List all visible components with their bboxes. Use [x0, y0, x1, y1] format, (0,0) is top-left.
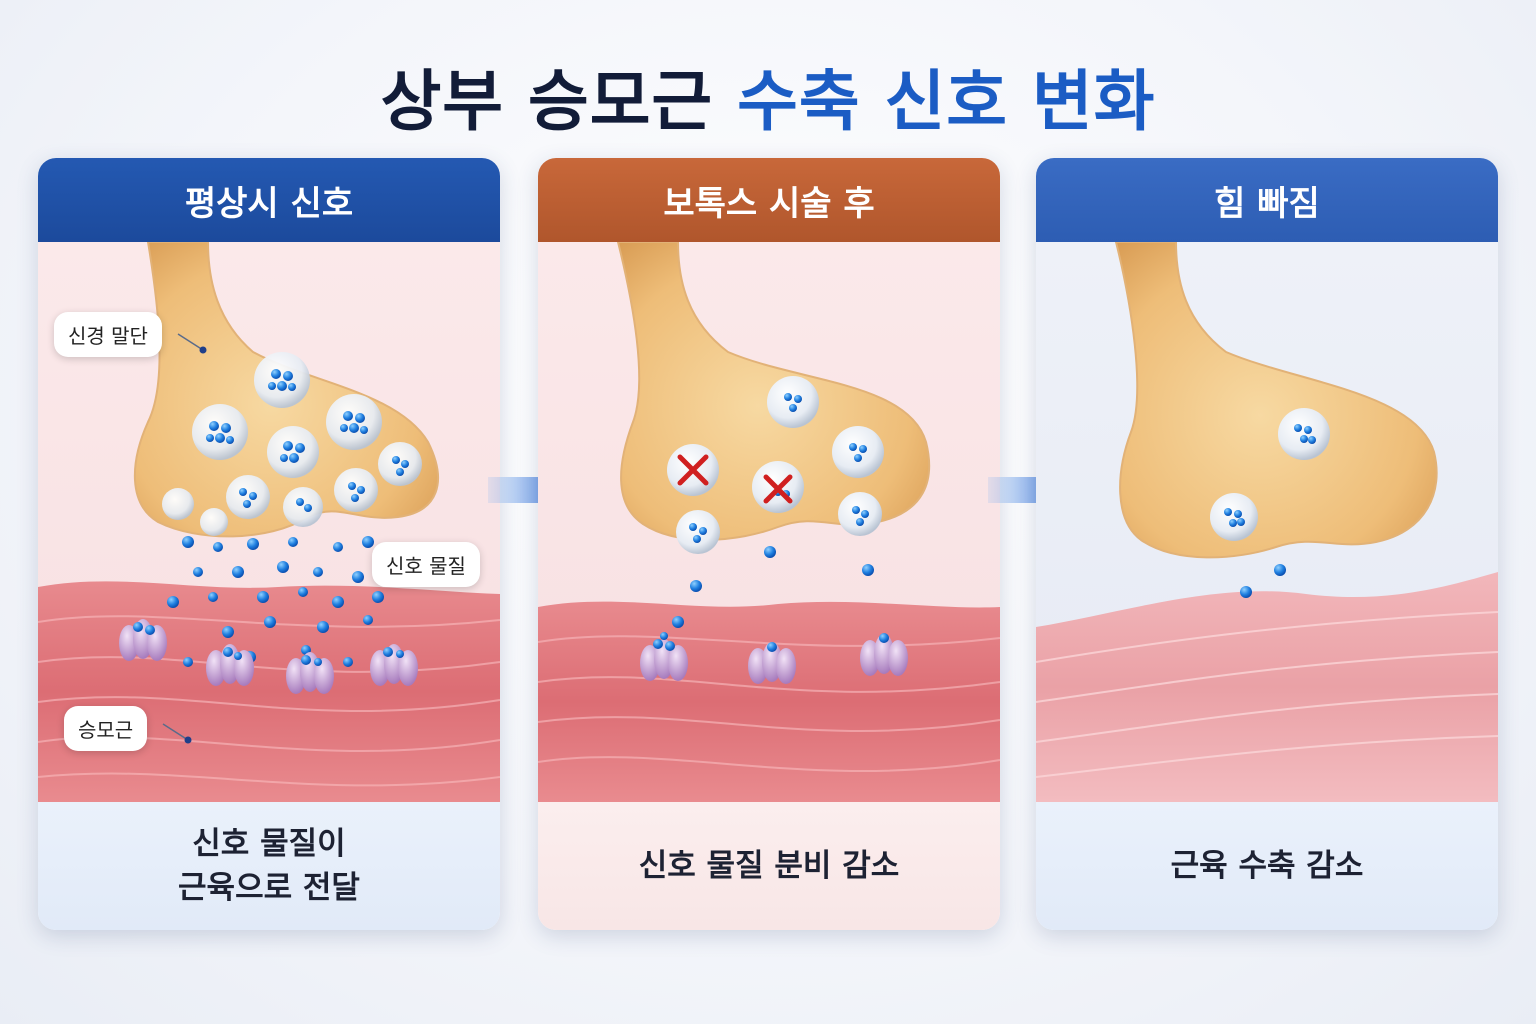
panel-caption: 근육 수축 감소	[1036, 802, 1498, 930]
title-part2: 수축 신호 변화	[737, 63, 1156, 140]
label-trapezius: 승모근	[64, 706, 148, 751]
panel-header: 보톡스 시술 후	[538, 158, 1000, 242]
signal-molecules	[672, 546, 874, 628]
panel-header: 힘 빠짐	[1036, 158, 1498, 242]
label-nerve-terminal: 신경 말단	[54, 312, 162, 357]
title-part1: 상부 승모근	[380, 63, 714, 140]
blocked-x-marks	[677, 454, 793, 504]
caption-line1: 신호 물질이	[192, 826, 346, 862]
panel-weakened: 힘 빠짐 근육 수축 감소	[1036, 158, 1498, 930]
synapse-illustration-botox	[538, 242, 1000, 802]
vesicles	[1210, 408, 1330, 541]
panel-after-botox: 보톡스 시술 후	[538, 158, 1000, 930]
panel-caption: 신호 물질 분비 감소	[538, 802, 1000, 930]
caption-line1: 신호 물질 분비 감소	[638, 848, 900, 884]
synapse-illustration-weakened	[1036, 242, 1498, 802]
caption-line2: 근육으로 전달	[178, 870, 360, 906]
panel-caption: 신호 물질이 근육으로 전달	[38, 802, 500, 930]
signal-molecules	[152, 536, 398, 667]
panel-header: 평상시 신호	[38, 158, 500, 242]
receptors	[640, 634, 908, 684]
synapse-illustration-normal: 신경 말단 신호 물질 승모근	[38, 242, 500, 802]
page-title: 상부 승모근 수축 신호 변화	[0, 48, 1536, 144]
vesicles	[162, 352, 422, 536]
caption-line1: 근육 수축 감소	[1170, 848, 1364, 884]
signal-molecules	[1240, 564, 1286, 598]
panel-normal-signal: 평상시 신호	[38, 158, 500, 930]
label-signal-substance: 신호 물질	[372, 542, 480, 587]
